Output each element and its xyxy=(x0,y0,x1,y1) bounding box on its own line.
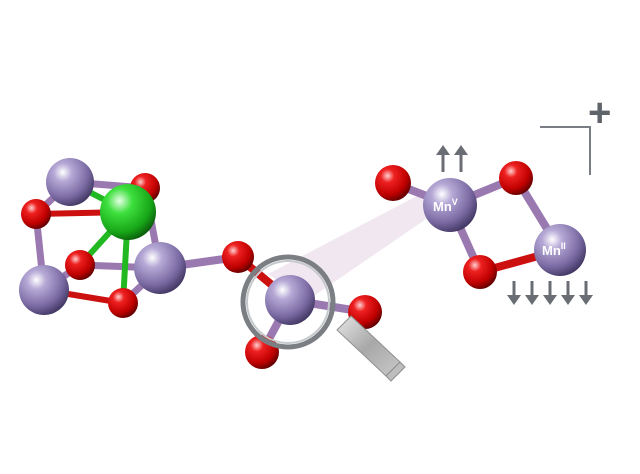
manganese-atom xyxy=(134,242,186,294)
spin-down-arrow-icon xyxy=(579,281,593,305)
oxygen-atom xyxy=(375,165,411,201)
mn-dimer-atoms xyxy=(375,161,586,289)
oxygen-atom xyxy=(222,241,254,273)
oxygen-atom xyxy=(108,288,138,318)
magnifier-icon xyxy=(240,254,406,382)
oxygen-atom xyxy=(499,161,533,195)
calcium-atom xyxy=(100,184,156,240)
mn-v-spin-arrows xyxy=(436,145,468,172)
spin-down-arrow-icon xyxy=(561,281,575,305)
manganese-atom xyxy=(19,265,69,315)
spin-down-arrow-icon xyxy=(507,281,521,305)
oxygen-atom xyxy=(65,250,95,280)
mn-v-label: MnV xyxy=(433,197,458,214)
magnification-beam xyxy=(268,188,448,300)
manganese-v-atom xyxy=(423,178,477,232)
spin-down-arrow-icon xyxy=(543,281,557,305)
spin-up-arrow-icon xyxy=(454,145,468,172)
mn-ii-label: MnII xyxy=(542,241,566,258)
charge-bracket-icon xyxy=(540,126,591,175)
manganese-ii-atom xyxy=(534,224,586,276)
oxygen-atom xyxy=(21,199,51,229)
magnified-mn-unit xyxy=(245,275,382,369)
spin-down-arrow-icon xyxy=(525,281,539,305)
manganese-atom xyxy=(46,158,94,206)
spin-up-arrow-icon xyxy=(436,145,450,172)
charge-sign: + xyxy=(588,91,611,135)
oxygen-atom xyxy=(463,255,497,289)
cluster-atoms xyxy=(19,158,254,318)
manganese-atom xyxy=(265,275,315,325)
mn-ii-spin-arrows xyxy=(507,281,593,305)
